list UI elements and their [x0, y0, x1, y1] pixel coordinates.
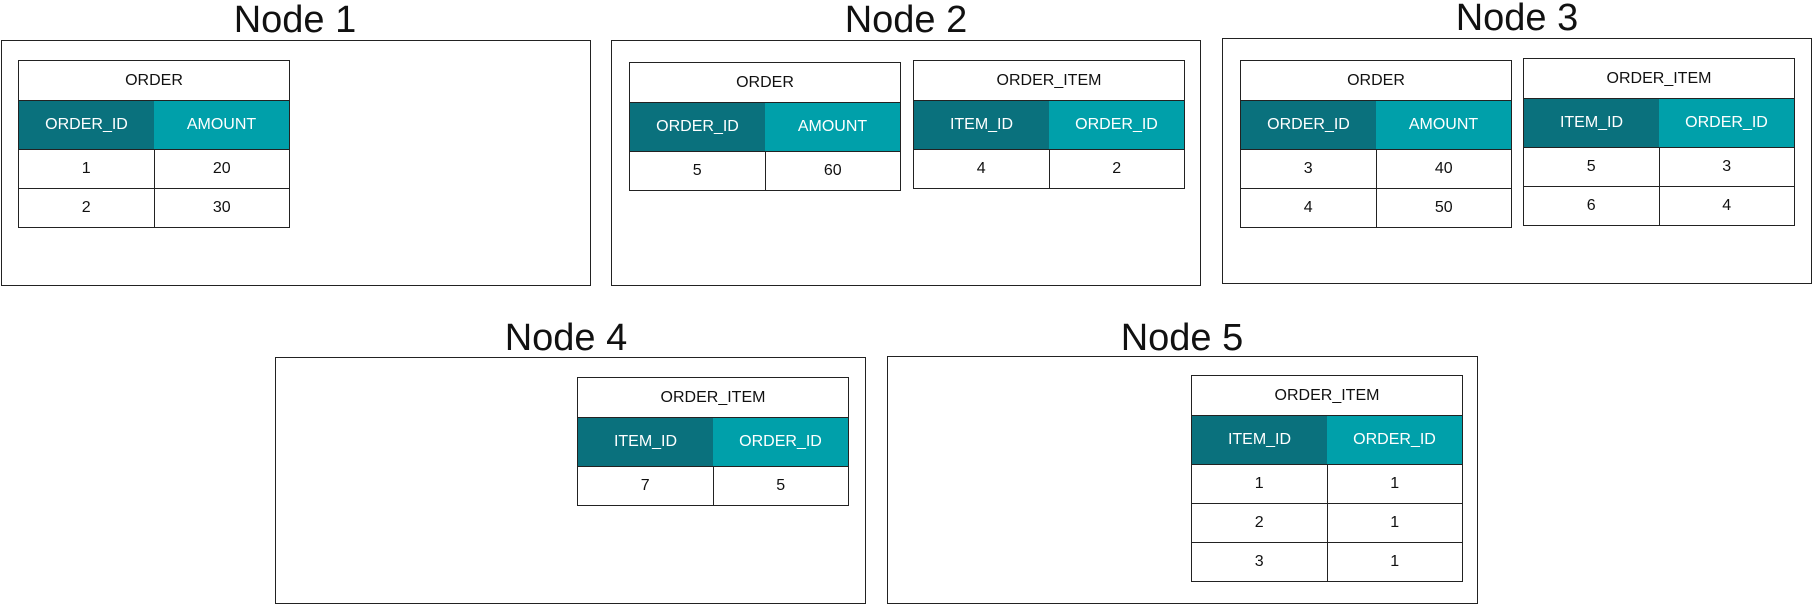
column-header: ORDER_ID	[630, 103, 765, 151]
node-2-order-table: ORDER ORDER_ID AMOUNT 5 60	[629, 62, 901, 191]
column-header: ORDER_ID	[1049, 101, 1184, 149]
table-cell: 4	[976, 160, 986, 177]
table-name: ORDER_ITEM	[1192, 376, 1462, 416]
table-cell: 5	[692, 162, 702, 179]
table-cell: 1	[1326, 543, 1463, 581]
node-5-title: Node 5	[1120, 317, 1244, 359]
table-name: ORDER	[630, 63, 900, 103]
column-header: ITEM_ID	[578, 418, 713, 466]
table-row: 5 60	[630, 151, 900, 190]
table-cell: 60	[764, 152, 901, 190]
table-row: 4 2	[914, 149, 1184, 188]
table-cell: 4	[1658, 187, 1795, 225]
table-cell: 7	[640, 477, 650, 494]
table-cell: 1	[1326, 504, 1463, 542]
table-cell: 3	[1303, 160, 1313, 177]
table-cell: 4	[1303, 199, 1313, 216]
table-row: 1 20	[19, 149, 289, 188]
node-4-order-item-table: ORDER_ITEM ITEM_ID ORDER_ID 7 5	[577, 377, 849, 506]
column-header: AMOUNT	[765, 103, 900, 151]
table-row: 7 5	[578, 466, 848, 505]
table-cell: 3	[1254, 553, 1264, 570]
table-name: ORDER_ITEM	[914, 61, 1184, 101]
column-header: AMOUNT	[1376, 101, 1511, 149]
table-row: 5 3	[1524, 147, 1794, 186]
node-1-order-table: ORDER ORDER_ID AMOUNT 1 20 2 30	[18, 60, 290, 228]
table-cell: 3	[1658, 148, 1795, 186]
table-cell: 40	[1375, 150, 1512, 188]
table-name: ORDER	[1241, 61, 1511, 101]
node-3-order-table: ORDER ORDER_ID AMOUNT 3 40 4 50	[1240, 60, 1512, 228]
column-header: ITEM_ID	[914, 101, 1049, 149]
table-row: 3 1	[1192, 542, 1462, 581]
table-cell: 2	[1254, 514, 1264, 531]
node-3-title: Node 3	[1455, 0, 1579, 39]
node-1-title: Node 1	[233, 0, 357, 41]
table-cell: 30	[153, 189, 290, 227]
table-cell: 2	[1048, 150, 1185, 188]
table-cell: 2	[81, 199, 91, 216]
table-cell: 1	[1254, 475, 1264, 492]
node-1-box: ORDER ORDER_ID AMOUNT 1 20 2 30	[1, 40, 591, 286]
table-row: 4 50	[1241, 188, 1511, 227]
column-header: AMOUNT	[154, 101, 289, 149]
table-row: 1 1	[1192, 464, 1462, 503]
table-name: ORDER	[19, 61, 289, 101]
table-name: ORDER_ITEM	[578, 378, 848, 418]
node-4-box: ORDER_ITEM ITEM_ID ORDER_ID 7 5	[275, 357, 866, 604]
table-row: 2 30	[19, 188, 289, 227]
table-cell: 1	[1326, 465, 1463, 503]
table-cell: 20	[153, 150, 290, 188]
column-header: ORDER_ID	[1241, 101, 1376, 149]
node-5-order-item-table: ORDER_ITEM ITEM_ID ORDER_ID 1 1 2 1 3 1	[1191, 375, 1463, 582]
column-header: ORDER_ID	[1659, 99, 1794, 147]
table-cell: 50	[1375, 189, 1512, 227]
node-3-order-item-table: ORDER_ITEM ITEM_ID ORDER_ID 5 3 6 4	[1523, 58, 1795, 226]
column-header: ORDER_ID	[19, 101, 154, 149]
column-header: ITEM_ID	[1192, 416, 1327, 464]
table-cell: 5	[1586, 158, 1596, 175]
column-header: ORDER_ID	[1327, 416, 1462, 464]
node-4-title: Node 4	[504, 317, 628, 359]
table-name: ORDER_ITEM	[1524, 59, 1794, 99]
node-2-box: ORDER ORDER_ID AMOUNT 5 60 ORDER_ITEM IT…	[611, 40, 1201, 286]
table-row: 2 1	[1192, 503, 1462, 542]
node-3-box: ORDER ORDER_ID AMOUNT 3 40 4 50 ORDER_IT…	[1222, 38, 1812, 284]
column-header: ITEM_ID	[1524, 99, 1659, 147]
table-cell: 5	[712, 467, 849, 505]
node-2-title: Node 2	[844, 0, 968, 41]
table-cell: 6	[1586, 197, 1596, 214]
node-2-order-item-table: ORDER_ITEM ITEM_ID ORDER_ID 4 2	[913, 60, 1185, 189]
column-header: ORDER_ID	[713, 418, 848, 466]
table-cell: 1	[81, 160, 91, 177]
table-row: 3 40	[1241, 149, 1511, 188]
node-5-box: ORDER_ITEM ITEM_ID ORDER_ID 1 1 2 1 3 1	[887, 356, 1478, 604]
table-row: 6 4	[1524, 186, 1794, 225]
